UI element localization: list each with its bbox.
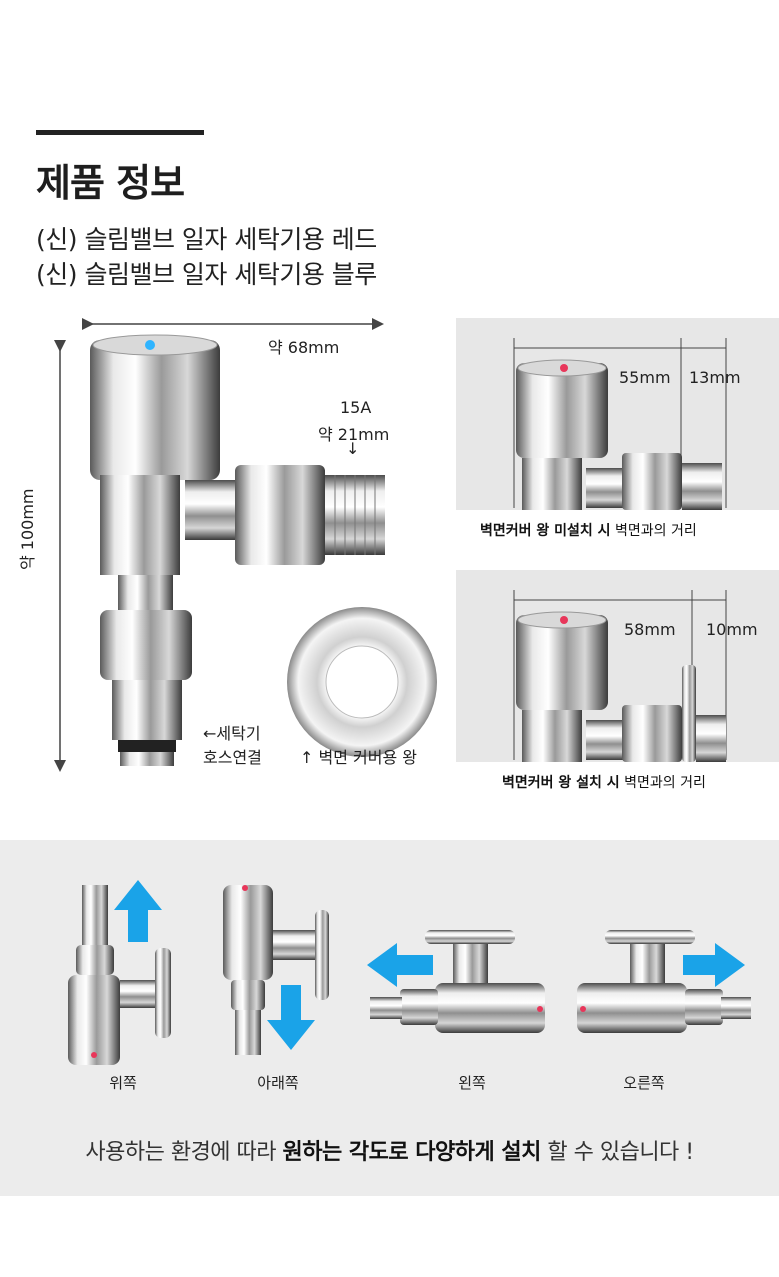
valve-up-illustration: [68, 880, 171, 1065]
thread-diameter-label: 약 21mm: [318, 425, 390, 444]
with-cover-dim-1: 58mm: [624, 620, 676, 639]
hose-label-2: 호스연결: [203, 748, 262, 767]
panel-no-cover-caption: 벽면커버 왕 미설치 시 벽면과의 거리: [480, 523, 697, 539]
label-right: 오른쪽: [623, 1074, 665, 1092]
title-divider: [36, 130, 204, 135]
valve-down-illustration: [223, 885, 329, 1055]
with-cover-dim-2: 10mm: [706, 620, 758, 639]
arrow-down-icon: [267, 985, 315, 1050]
valve-illustration: [54, 318, 437, 772]
thread-size-label: 15A: [340, 398, 372, 417]
subtitle-red: (신) 슬림밸브 일자 세탁기용 레드: [36, 225, 377, 254]
direction-up: [60, 880, 190, 1065]
arrow-left-icon: [367, 943, 433, 987]
no-cover-dim-2: 13mm: [689, 368, 741, 387]
tagline: 사용하는 환경에 따라 원하는 각도로 다양하게 설치 할 수 있습니다 !: [85, 1140, 694, 1165]
panel-with-cover-illustration: [513, 590, 727, 762]
page-title: 제품 정보: [36, 161, 185, 205]
thread-arrow: ↓: [346, 439, 360, 458]
panel-with-cover: 58mm 10mm: [456, 570, 779, 762]
valve-left-illustration: [367, 930, 545, 1033]
width-label: 약 68mm: [268, 338, 340, 357]
direction-right: [575, 925, 760, 1055]
cover-label: ↑ 벽면 커버용 왕: [300, 748, 417, 767]
main-diagram: 약 68mm 약 100mm 15A 약 21mm ↓ ←세탁기 호스연결 ↑ …: [0, 300, 450, 780]
hose-label-1: ←세탁기: [203, 724, 261, 743]
valve-right-illustration: [577, 930, 751, 1033]
direction-down: [215, 880, 345, 1060]
label-up: 위쪽: [109, 1074, 137, 1092]
height-label: 약 100mm: [18, 488, 37, 570]
label-left: 왼쪽: [458, 1074, 486, 1092]
panel-no-cover-illustration: [513, 338, 727, 510]
label-down: 아래쪽: [257, 1074, 299, 1092]
panel-with-cover-caption: 벽면커버 왕 설치 시 벽면과의 거리: [502, 775, 706, 791]
direction-left: [365, 925, 550, 1055]
arrow-right-icon: [683, 943, 745, 987]
arrow-up-icon: [114, 880, 162, 942]
panel-no-cover: 55mm 13mm: [456, 318, 779, 510]
no-cover-dim-1: 55mm: [619, 368, 671, 387]
subtitle-blue: (신) 슬림밸브 일자 세탁기용 블루: [36, 260, 377, 289]
